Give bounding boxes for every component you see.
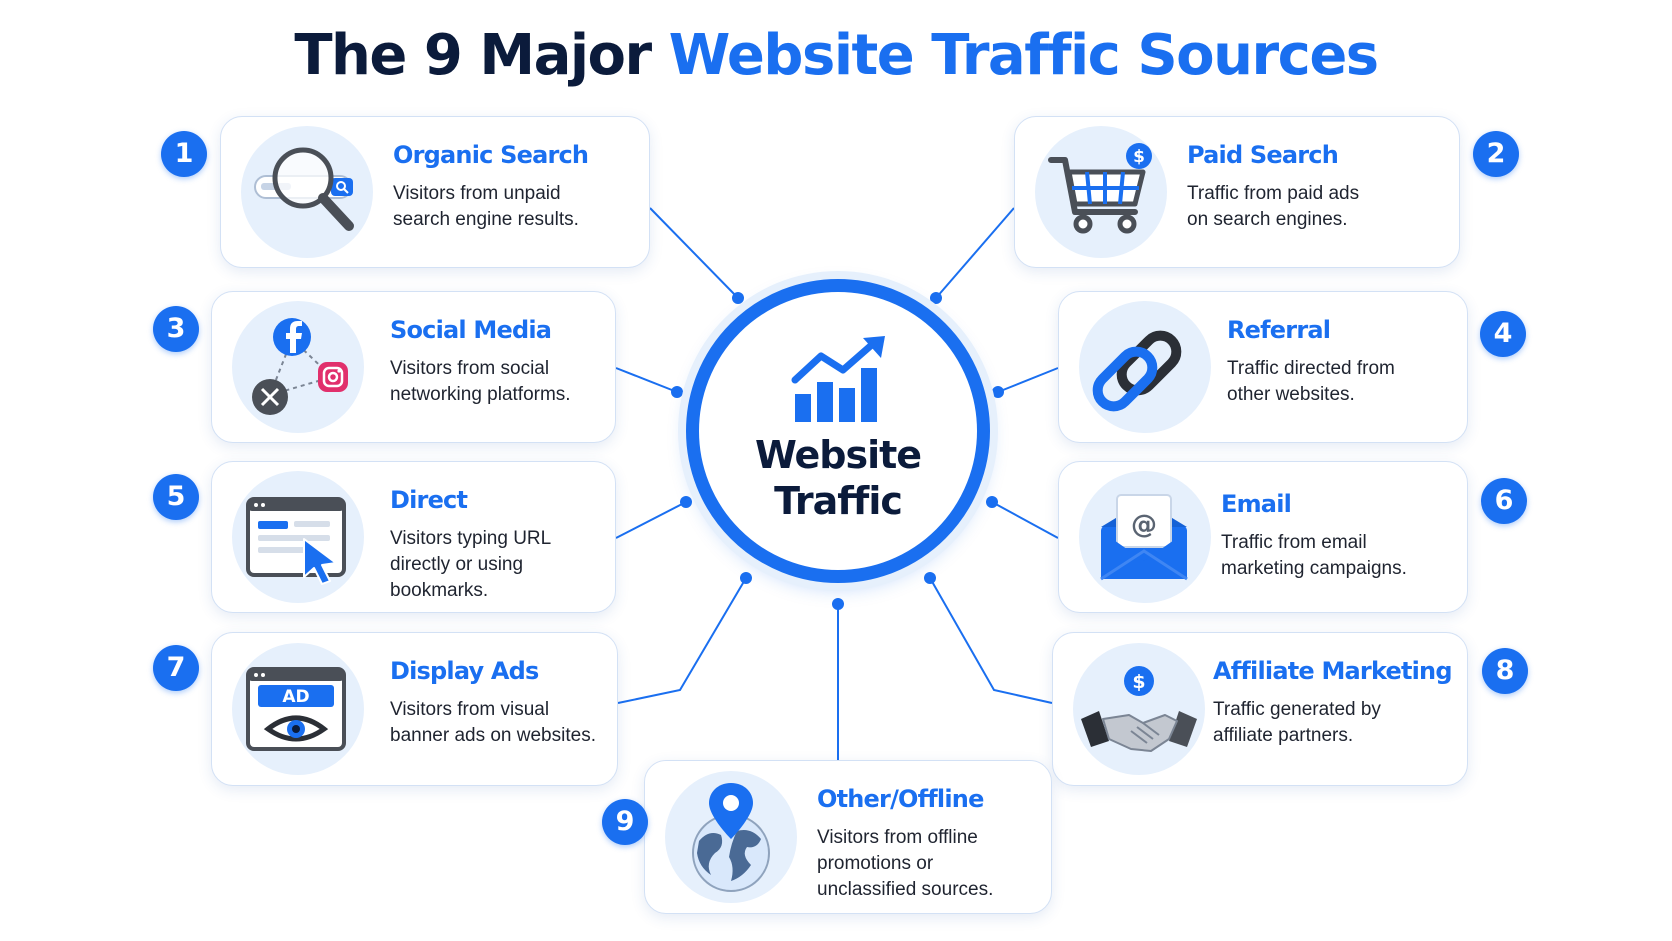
number-badge-4: 4 (1480, 311, 1526, 357)
number-badge-6: 6 (1481, 478, 1527, 524)
card-description: Visitors from offline promotions or uncl… (817, 827, 994, 900)
connector-referral (997, 367, 1059, 393)
connector-organic-search (649, 207, 739, 299)
connector-paid-search (935, 207, 1015, 299)
connector-dot (992, 386, 1004, 398)
center-label: Website Traffic (754, 433, 922, 523)
card-text: Social Media Visitors from social networ… (390, 314, 597, 408)
card-text: Referral Traffic directed from other web… (1227, 314, 1449, 408)
card-text: Organic Search Visitors from unpaid sear… (393, 139, 631, 233)
card-other-offline: Other/Offline Visitors from offline prom… (644, 760, 1052, 914)
card-description: Traffic from email marketing campaigns. (1221, 532, 1407, 579)
connector-dot (930, 292, 942, 304)
card-description: Visitors from unpaid search engine resul… (393, 183, 579, 230)
envelope-icon: @ (1079, 471, 1211, 603)
rising-bar-chart-icon (791, 336, 885, 422)
card-description: Traffic generated by affiliate partners. (1213, 699, 1381, 746)
card-title: Referral (1227, 316, 1331, 344)
number-badge-7: 7 (153, 645, 199, 691)
connector-dot (680, 496, 692, 508)
page-title: The 9 Major Website Traffic Sources (0, 20, 1672, 92)
connector-email (991, 501, 1059, 539)
card-social-media: Social Media Visitors from social networ… (211, 291, 616, 443)
card-text: Direct Visitors typing URL directly or u… (390, 484, 597, 604)
ad-label: AD (282, 687, 309, 707)
dollar-sign-icon: $ (1133, 147, 1145, 167)
dollar-sign-icon: $ (1132, 671, 1145, 693)
connector-dot (832, 598, 844, 610)
globe-pin-icon (665, 771, 797, 903)
connector-dot (986, 496, 998, 508)
ad-eye-icon: AD (232, 643, 364, 775)
connector-dot (740, 572, 752, 584)
connector-dot (671, 386, 683, 398)
card-title: Direct (390, 486, 468, 514)
card-title: Email (1221, 490, 1292, 518)
shopping-cart-icon: $ (1035, 126, 1167, 258)
card-affiliate-marketing: $ Affiliate Marketing Traffic generated … (1052, 632, 1468, 786)
connector-social-media (615, 367, 678, 393)
card-text: Email Traffic from email marketing campa… (1221, 488, 1449, 582)
card-title: Other/Offline (817, 785, 984, 813)
card-paid-search: $ Paid Search Traffic from paid ads on s… (1014, 116, 1460, 268)
magnifying-glass-icon (241, 126, 373, 258)
card-description: Traffic directed from other websites. (1227, 358, 1395, 405)
connector-dot (924, 572, 936, 584)
title-part-dark: The 9 Major (294, 23, 669, 88)
card-organic-search: Organic Search Visitors from unpaid sear… (220, 116, 650, 268)
card-description: Visitors from social networking platform… (390, 358, 571, 405)
number-badge-3: 3 (153, 306, 199, 352)
handshake-icon: $ (1073, 643, 1205, 775)
card-description: Visitors from visual banner ads on websi… (390, 699, 596, 746)
title-part-blue: Website Traffic Sources (668, 23, 1379, 88)
number-badge-9: 9 (602, 799, 648, 845)
card-title: Paid Search (1187, 141, 1339, 169)
chain-link-icon (1079, 301, 1211, 433)
card-text: Display Ads Visitors from visual banner … (390, 655, 599, 749)
card-text: Paid Search Traffic from paid ads on sea… (1187, 139, 1441, 233)
at-sign-icon: @ (1131, 510, 1157, 540)
card-title: Social Media (390, 316, 552, 344)
card-direct: Direct Visitors typing URL directly or u… (211, 461, 616, 613)
number-badge-1: 1 (161, 131, 207, 177)
card-description: Traffic from paid ads on search engines. (1187, 183, 1360, 230)
social-network-icon (232, 301, 364, 433)
number-badge-8: 8 (1482, 648, 1528, 694)
number-badge-2: 2 (1473, 131, 1519, 177)
card-text: Affiliate Marketing Traffic generated by… (1213, 655, 1453, 749)
card-title: Organic Search (393, 141, 589, 169)
card-display-ads: AD Display Ads Visitors from visual bann… (211, 632, 618, 786)
number-badge-5: 5 (153, 474, 199, 520)
connector-affiliate (929, 577, 1053, 704)
card-email: @ Email Traffic from email marketing cam… (1058, 461, 1468, 613)
center-hub: Website Traffic (686, 279, 990, 583)
card-title: Affiliate Marketing (1213, 657, 1453, 685)
browser-cursor-icon (232, 471, 364, 603)
card-description: Visitors typing URL directly or using bo… (390, 528, 551, 601)
connector-direct (615, 501, 687, 539)
card-title: Display Ads (390, 657, 539, 685)
card-referral: Referral Traffic directed from other web… (1058, 291, 1468, 443)
connector-dot (732, 292, 744, 304)
card-text: Other/Offline Visitors from offline prom… (817, 783, 1033, 903)
connector-display-ads (617, 577, 747, 704)
